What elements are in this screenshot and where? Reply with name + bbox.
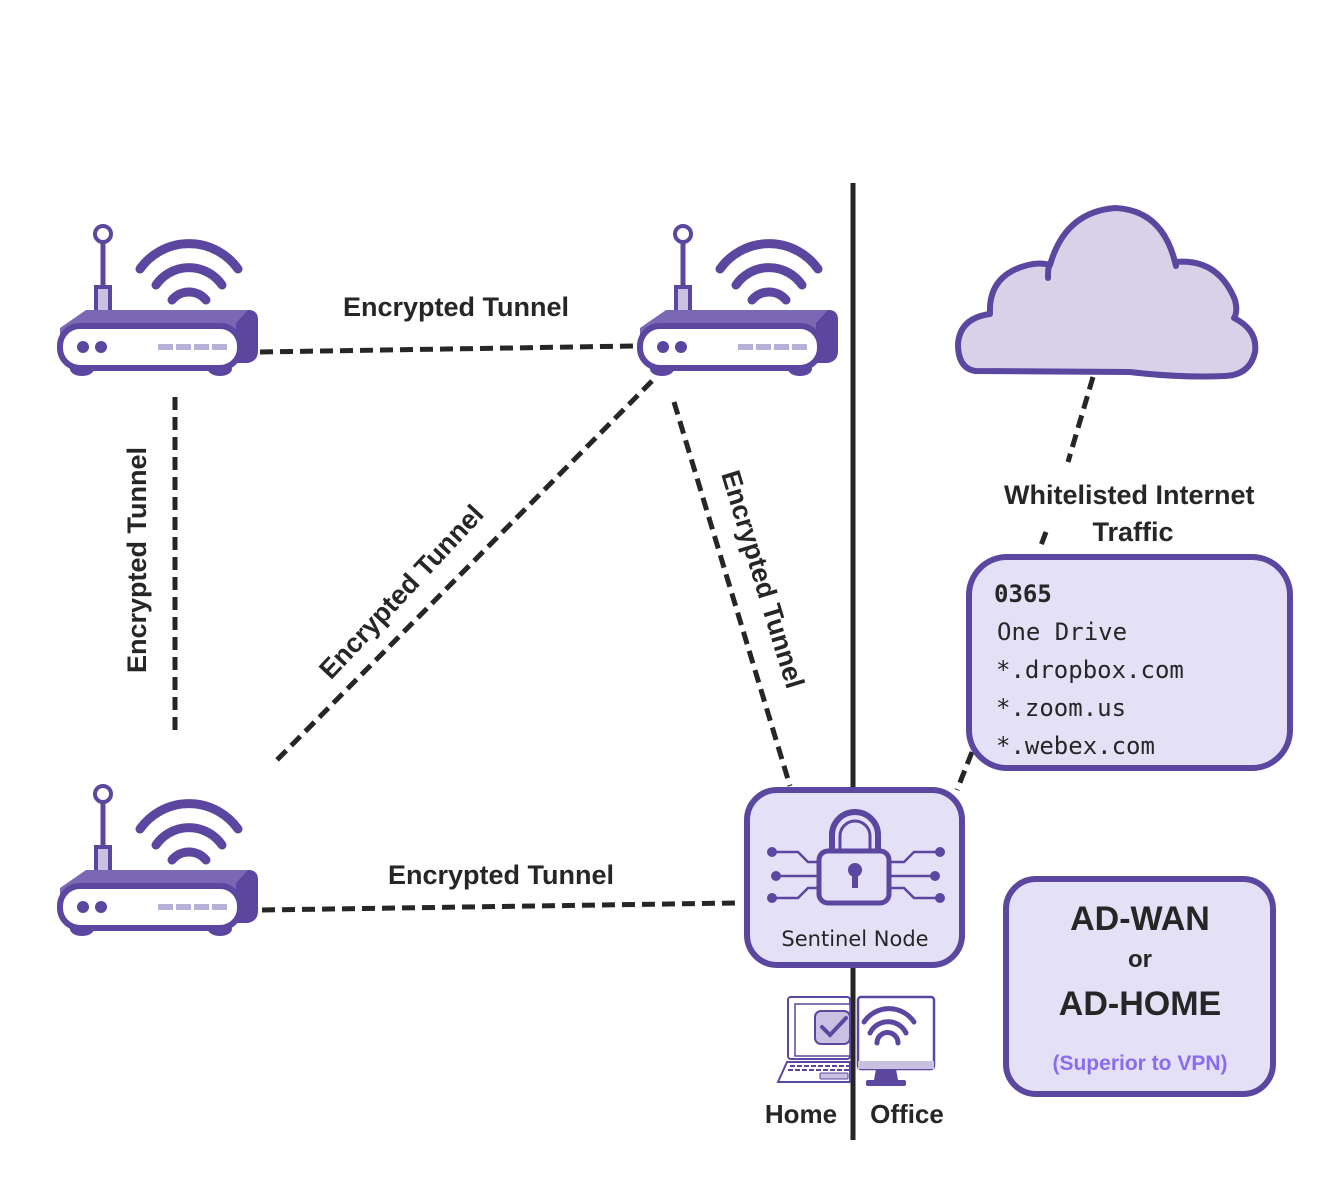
tunnel-line-bottom [261, 900, 737, 913]
whitelist-title: Whitelisted Internet Traffic [1004, 480, 1262, 547]
whitelist-item: *.zoom.us [996, 694, 1126, 722]
monitor-icon [856, 995, 936, 1086]
tunnel-label-diagonal: Encrypted Tunnel [313, 499, 489, 685]
lock-icon [767, 809, 945, 906]
endpoint-label-home: Home [765, 1099, 837, 1129]
laptop-icon [776, 996, 851, 1083]
router-icon [60, 786, 258, 936]
tunnel-label-left: Encrypted Tunnel [122, 447, 152, 673]
whitelist-link-line-b [954, 751, 975, 791]
sentinel-node-label: Sentinel Node [781, 927, 928, 951]
whitelist-box: 0365 One Drive *.dropbox.com *.zoom.us *… [966, 554, 1293, 771]
whitelist-item: 0365 [994, 580, 1052, 608]
whitelist-item: *.dropbox.com [996, 656, 1184, 684]
whitelist-item: One Drive [997, 618, 1127, 646]
product-note: (Superior to VPN) [1052, 1052, 1227, 1075]
sentinel-node: Sentinel Node [744, 787, 965, 968]
router-icon [60, 226, 258, 376]
product-name-home: AD-HOME [1059, 985, 1221, 1023]
cloud-link-line [1065, 376, 1096, 463]
tunnel-line-right-diagonal [671, 401, 793, 787]
product-name-wan: AD-WAN [1070, 900, 1210, 938]
cloud-icon [955, 205, 1259, 380]
product-box: AD-WAN or AD-HOME (Superior to VPN) [1003, 876, 1276, 1097]
whitelist-link-line-a [1037, 531, 1049, 549]
tunnel-label-bottom: Encrypted Tunnel [388, 860, 614, 890]
product-or: or [1128, 946, 1152, 973]
endpoint-label-office: Office [870, 1099, 944, 1129]
router-icon [640, 226, 838, 376]
whitelist-item: *.webex.com [996, 732, 1155, 760]
tunnel-line-top [259, 343, 635, 355]
tunnel-line-diagonal [272, 379, 654, 765]
tunnel-label-top: Encrypted Tunnel [343, 292, 569, 322]
